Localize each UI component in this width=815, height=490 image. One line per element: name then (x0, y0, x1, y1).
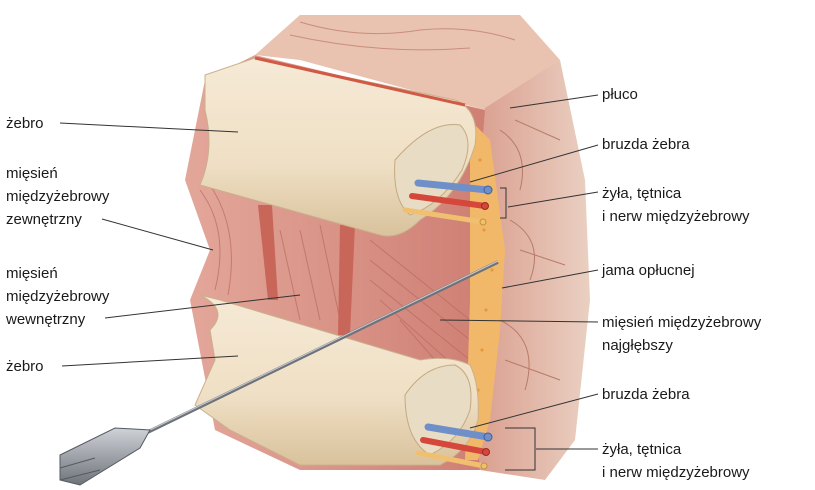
label-internal-intercostal-muscle: mięsień międzyżebrowy wewnętrzny (6, 262, 109, 331)
label-neurovascular-bundle-bottom: żyła, tętnica i nerw międzyżebrowy (602, 438, 750, 484)
label-costal-groove-bottom: bruzda żebra (602, 383, 690, 406)
label-rib-top: żebro (6, 112, 44, 135)
label-pleural-cavity: jama opłucnej (602, 259, 695, 282)
label-costal-groove-top: bruzda żebra (602, 133, 690, 156)
label-neurovascular-bundle-top: żyła, tętnica i nerw międzyżebrowy (602, 182, 750, 228)
label-lung: płuco (602, 83, 638, 106)
label-innermost-intercostal-muscle: mięsień międzyżebrowy najgłębszy (602, 311, 761, 357)
label-external-intercostal-muscle: mięsień międzyżebrowy zewnętrzny (6, 162, 109, 231)
label-rib-bottom: żebro (6, 355, 44, 378)
